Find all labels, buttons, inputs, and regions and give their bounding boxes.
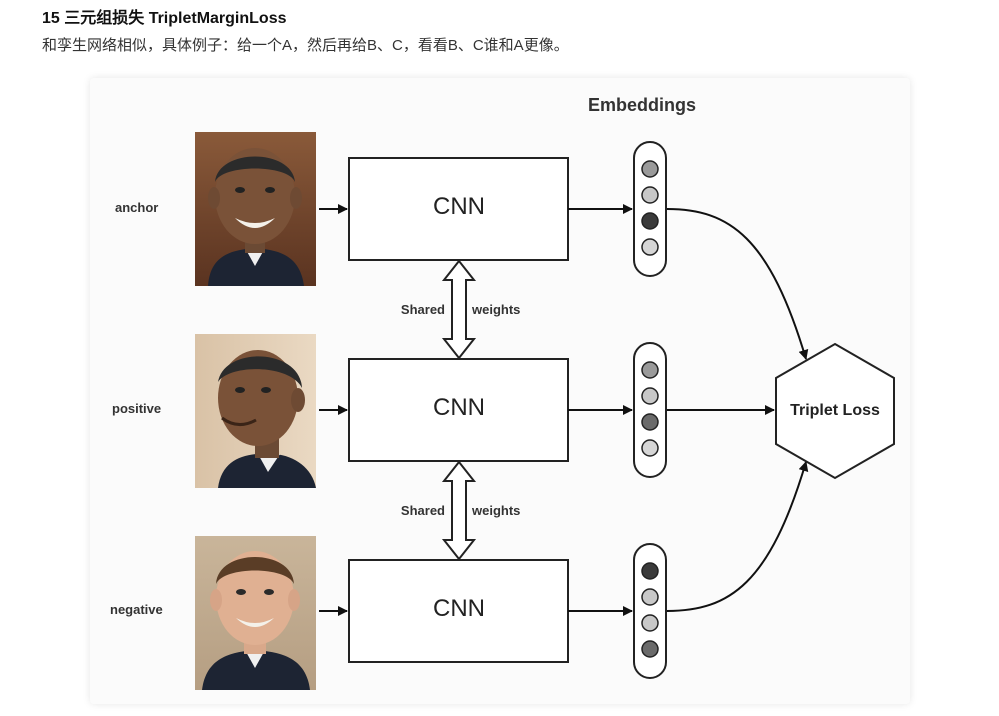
triplet-loss-node: Triplet Loss [775,342,895,480]
embedding-dot [641,212,659,230]
embedding-vector-negative [633,543,667,679]
embedding-dot [641,562,659,580]
row-label-anchor: anchor [115,200,158,215]
face-photo-negative [195,536,316,690]
cnn-block-negative: CNN [348,559,569,663]
shared-weights-arrow-1 [441,259,477,360]
section-description: 和孪生网络相似，具体例子：给一个A，然后再给B、C，看看B、C谁和A更像。 [42,37,569,54]
embedding-dot [641,413,659,431]
row-label-positive: positive [112,401,161,416]
row-label-negative: negative [110,602,163,617]
weights-label: weights [471,302,520,317]
face-photo-positive [195,334,316,488]
cnn-block-anchor: CNN [348,157,569,261]
embedding-dot [641,186,659,204]
triplet-loss-diagram: Embeddings anchor positive negative [90,78,910,704]
cnn-label: CNN [433,193,485,220]
embedding-dot [641,439,659,457]
face-photo-anchor [195,132,316,286]
triplet-loss-label: Triplet Loss [790,402,880,419]
embedding-dot [641,160,659,178]
section-heading: 15 三元组损失 TripletMarginLoss [42,10,287,27]
cnn-block-positive: CNN [348,358,569,462]
cnn-label: CNN [433,595,485,622]
embedding-vector-positive [633,342,667,478]
weights-label: weights [471,503,520,518]
embedding-vector-anchor [633,141,667,277]
shared-weights-arrow-2 [441,460,477,561]
embeddings-title: Embeddings [588,95,696,115]
embedding-dot [641,614,659,632]
embedding-dot [641,387,659,405]
embedding-dot [641,588,659,606]
shared-label: Shared [401,302,445,317]
shared-label: Shared [401,503,445,518]
diagram-canvas: Embeddings anchor positive negative [110,95,895,690]
embedding-dot [641,640,659,658]
embedding-dot [641,361,659,379]
arrow-anchor-to-loss [666,208,809,360]
embedding-dot [641,238,659,256]
cnn-label: CNN [433,394,485,421]
arrow-negative-to-loss [666,461,809,612]
